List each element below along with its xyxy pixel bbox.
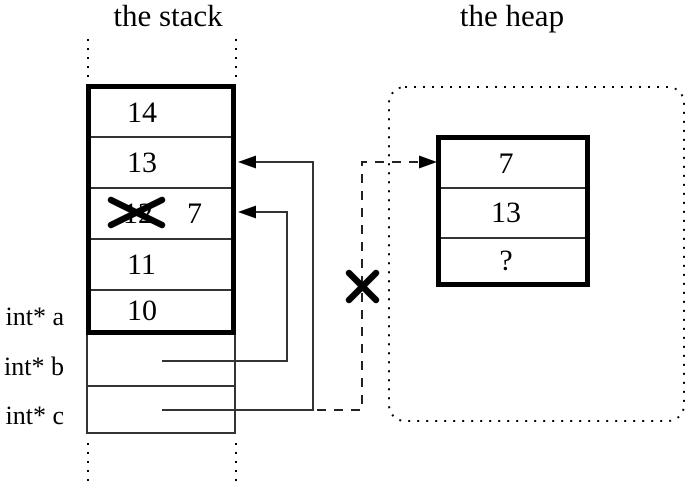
stack-cell-value: 10 [127,293,157,327]
heap-title: the heap [459,0,565,33]
stack-cell-value: 13 [127,145,157,179]
stack-cell-10: 10 [91,289,231,330]
pointer-c-arrowhead-icon [238,155,256,169]
stack-cell-14: 14 [91,89,231,136]
pointer-label-a: int* a [5,302,65,331]
heap-cell-value: ? [499,243,513,277]
crossed-out-old-value: 12 [123,196,153,230]
heap-cell-13: 13 [441,187,585,237]
heap-cell-unknown: ? [441,237,585,282]
heap-block-box: 7 13 ? [436,135,590,287]
stack-cell-11: 11 [91,238,231,289]
invalid-pointer-x-icon [345,269,380,304]
heap-cell-7: 7 [441,140,585,187]
stack-cell-value: 14 [127,95,157,129]
stack-cell-value: 11 [127,247,156,281]
dangling-pointer-arrowhead-icon [419,155,437,169]
pointer-b-arrowhead-icon [238,205,256,219]
pointer-label-b: int* b [4,352,64,381]
pointer-label-c: int* c [5,401,65,430]
stack-frame-box: 14 13 12 7 11 10 [86,84,236,335]
stack-title: the stack [113,0,223,33]
stack-cell-12-overwritten: 12 7 [91,187,231,238]
stack-cell-13: 13 [91,136,231,187]
dangling-pointer-dashed-line [317,161,421,411]
heap-cell-value: 7 [498,146,514,180]
new-value: 7 [187,196,202,230]
pointer-b-cell [88,335,234,387]
heap-cell-value: 13 [491,196,521,229]
pointer-variable-rows [86,335,236,434]
